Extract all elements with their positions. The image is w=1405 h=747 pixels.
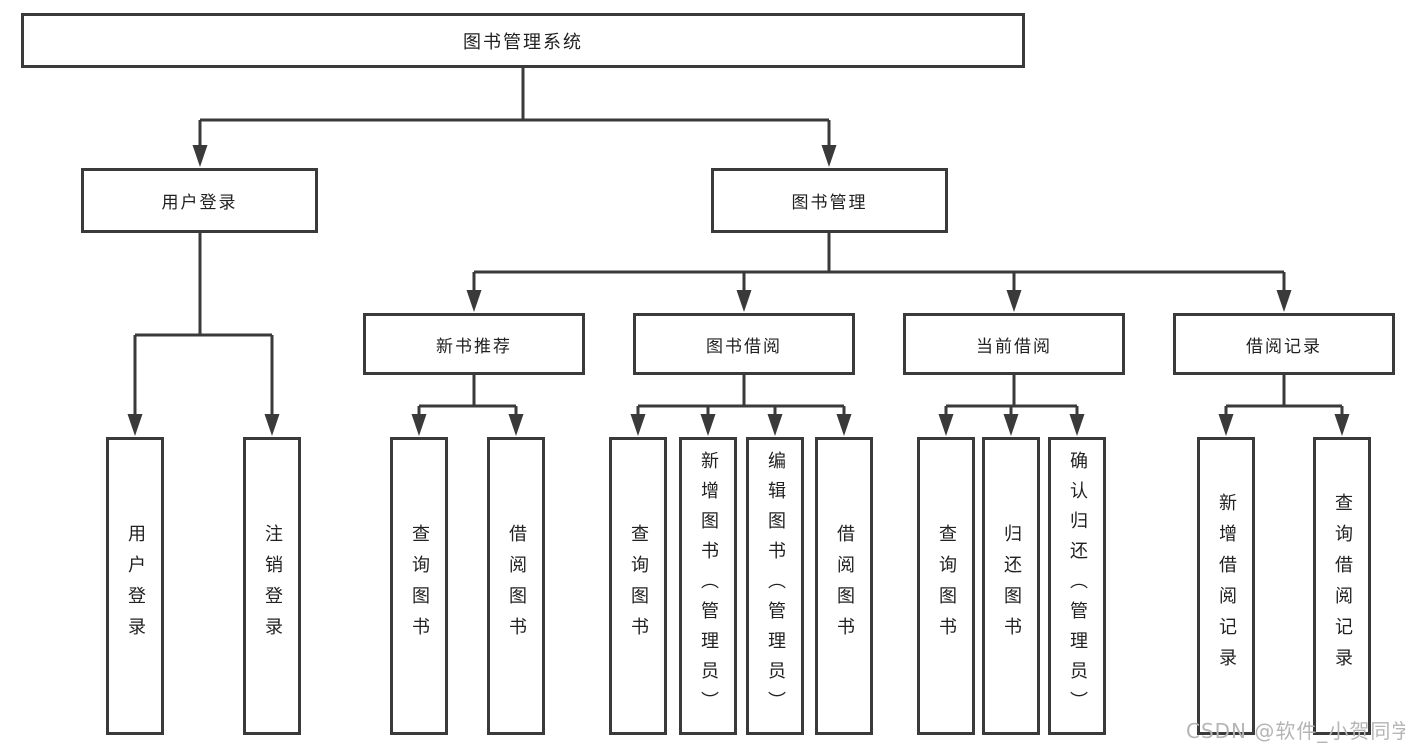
leaf-cb-query-books: 查询图书 [917, 437, 975, 735]
arrowhead-cb-query [938, 414, 954, 436]
leaf-cb-return-books: 归还图书 [982, 437, 1040, 735]
leaf-nb-query-books: 查询图书 [390, 437, 448, 735]
arrowhead-leaf-login [127, 414, 143, 436]
arrowhead-current-borrowing [1006, 290, 1022, 312]
arrowhead-nb-query [411, 414, 427, 436]
leaf-br-add-record: 新增借阅记录 [1197, 437, 1255, 735]
node-book-management: 图书管理 [711, 168, 948, 233]
leaf-bb-edit-books-admin: 编辑图书（管理员） [746, 437, 804, 735]
node-user-login: 用户登录 [81, 168, 318, 233]
node-new-book-recommendation: 新书推荐 [363, 313, 585, 375]
arrowhead-bb-edit [767, 414, 783, 436]
arrowhead-user-login [192, 145, 208, 167]
leaf-logout-login: 注销登录 [243, 437, 301, 735]
arrowhead-bb-query [630, 414, 646, 436]
leaf-bb-add-books-admin: 新增图书（管理员） [679, 437, 737, 735]
node-book-borrowing: 图书借阅 [633, 313, 855, 375]
arrowhead-leaf-logout [264, 414, 280, 436]
node-current-borrowing: 当前借阅 [903, 313, 1125, 375]
leaf-br-query-record: 查询借阅记录 [1313, 437, 1371, 735]
node-borrowing-records: 借阅记录 [1173, 313, 1395, 375]
arrowhead-bb-borrow [836, 414, 852, 436]
arrowhead-br-add [1218, 414, 1234, 436]
arrowhead-borrowing-records [1276, 290, 1292, 312]
arrowhead-br-query [1334, 414, 1350, 436]
arrowhead-cb-confirm [1069, 414, 1085, 436]
arrowhead-bb-add [700, 414, 716, 436]
arrowhead-book-management [821, 145, 837, 167]
leaf-bb-borrow-books: 借阅图书 [815, 437, 873, 735]
arrowhead-nb-borrow [508, 414, 524, 436]
arrowhead-cb-return [1003, 414, 1019, 436]
watermark: CSDN @软件_小贺同学 [1186, 719, 1405, 743]
arrowhead-book-borrowing [736, 290, 752, 312]
arrowhead-new-book [466, 290, 482, 312]
node-library-system: 图书管理系统 [21, 13, 1025, 68]
leaf-cb-confirm-return-admin: 确认归还（管理员） [1048, 437, 1106, 735]
leaf-bb-query-books: 查询图书 [609, 437, 667, 735]
leaf-user-login: 用户登录 [106, 437, 164, 735]
leaf-nb-borrow-books: 借阅图书 [487, 437, 545, 735]
